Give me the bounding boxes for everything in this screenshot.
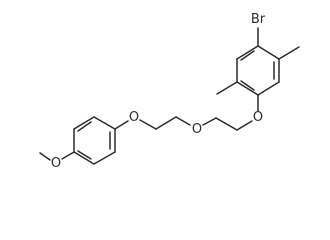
oxygen-label-middle-ether: O — [192, 122, 202, 137]
bond — [257, 81, 280, 96]
bond — [236, 81, 259, 96]
chain-bond — [202, 117, 217, 126]
chain-bond — [236, 120, 253, 131]
bond — [73, 151, 95, 165]
chain-bond — [114, 120, 129, 130]
chain-bond — [175, 116, 191, 126]
methyl-bond-upper — [278, 46, 300, 60]
oxygen-label-methoxy: O — [51, 156, 61, 171]
bond — [93, 116, 116, 130]
chain-bond — [139, 119, 157, 130]
double-bond — [77, 150, 92, 160]
methyl-bond-lower — [216, 81, 238, 95]
oxygen-label-aryl-ether: O — [253, 110, 263, 125]
molecule-structure: Br O O O O — [39, 12, 300, 171]
methoxy-methyl-bond — [39, 152, 51, 161]
double-bond — [240, 80, 255, 91]
bond — [93, 151, 116, 165]
left-benzene-ring — [73, 116, 116, 165]
right-benzene-ring — [236, 45, 280, 96]
chain-bond — [215, 117, 238, 131]
bond — [236, 45, 259, 60]
bond — [257, 45, 280, 60]
double-bond — [240, 50, 255, 61]
bond-ring-to-methoxy-oxygen — [61, 151, 75, 160]
bond — [73, 116, 95, 130]
double-bond — [77, 121, 92, 132]
chain-bond — [155, 116, 177, 130]
oxygen-label-phenoxy: O — [129, 110, 139, 125]
bromine-label: Br — [251, 12, 266, 27]
